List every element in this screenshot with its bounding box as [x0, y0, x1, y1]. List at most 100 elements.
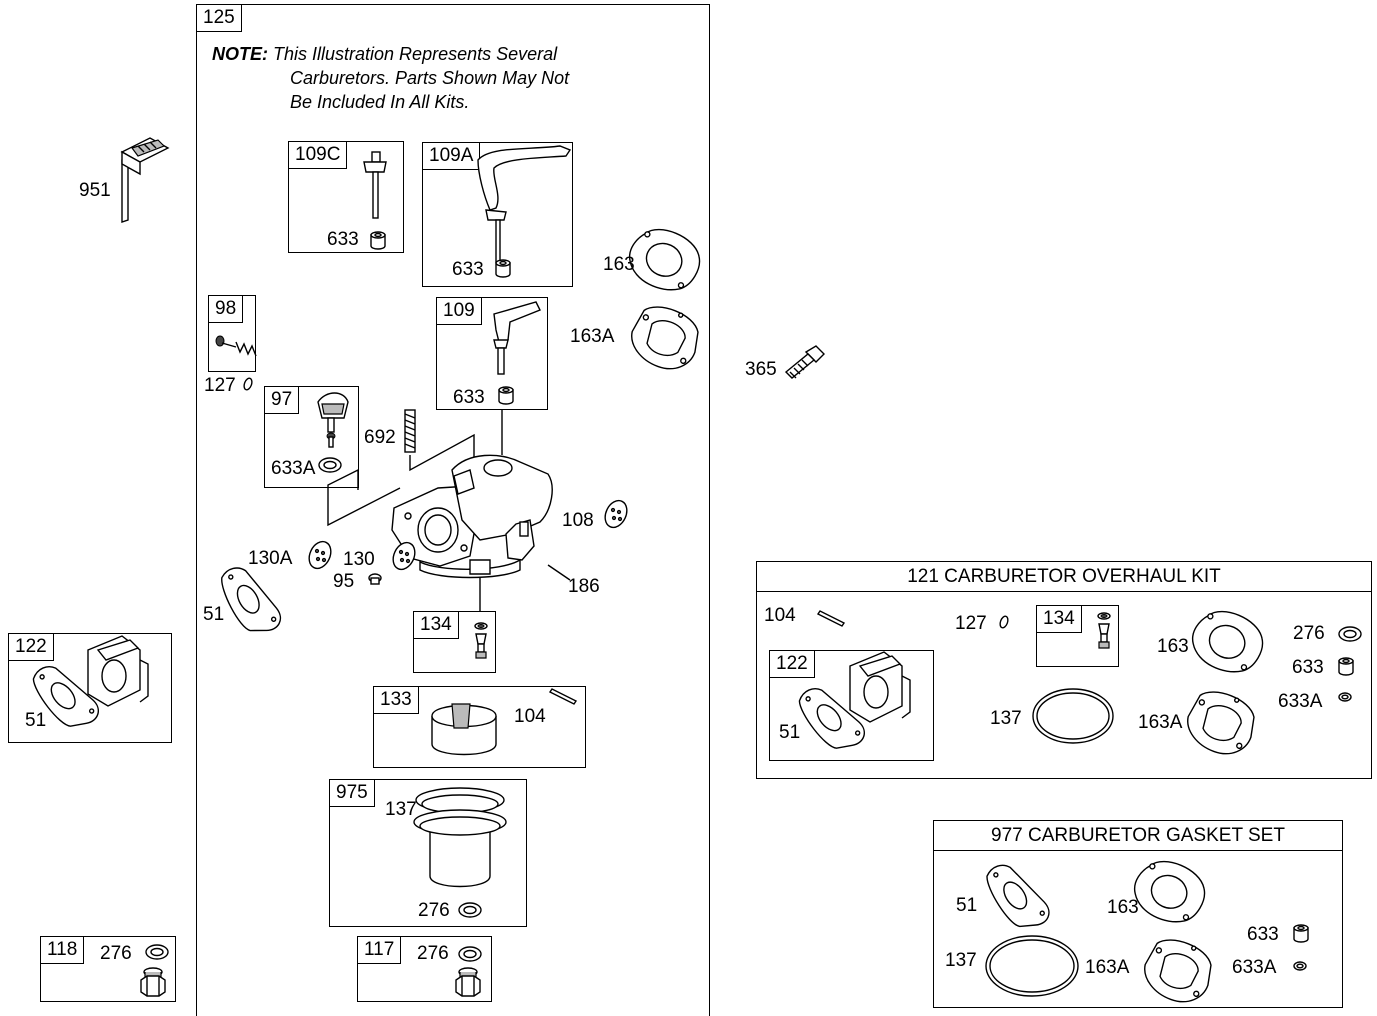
callout-130: 130	[343, 549, 375, 570]
overhaul-kit-panel[interactable]: 121 CARBURETOR OVERHAUL KIT	[756, 561, 1372, 779]
part-97-shaft[interactable]	[317, 392, 349, 448]
set-163-gasket[interactable]	[1125, 850, 1214, 934]
part-118-plug[interactable]	[140, 967, 166, 997]
callout-633-109c: 633	[327, 229, 359, 250]
kit-label-104: 104	[764, 605, 796, 626]
part-box-97[interactable]: 97	[264, 386, 359, 488]
overhaul-kit-title: 121 CARBURETOR OVERHAUL KIT	[757, 562, 1371, 592]
callout-137: 137	[385, 799, 417, 820]
part-box-134[interactable]: 134	[413, 611, 496, 673]
part-276-washer[interactable]	[458, 902, 482, 918]
callout-951: 951	[79, 180, 111, 201]
part-133-float[interactable]	[431, 703, 497, 756]
overhaul-kit-box-122-tag: 122	[769, 650, 815, 678]
part-95-screw[interactable]	[368, 573, 382, 585]
overhaul-kit-box-122[interactable]: 122	[769, 650, 934, 761]
kit-137-oring[interactable]	[1032, 688, 1114, 744]
part-98-screw[interactable]	[215, 335, 257, 357]
kit-label-51: 51	[779, 722, 801, 743]
set-label-163a: 163A	[1085, 957, 1130, 978]
part-951-lever[interactable]	[120, 137, 170, 223]
set-633-bushing[interactable]	[1293, 924, 1309, 943]
set-label-163: 163	[1107, 897, 1139, 918]
part-109-shaft[interactable]	[493, 301, 541, 405]
part-box-975[interactable]: 975	[329, 779, 527, 927]
callout-130a: 130A	[248, 548, 293, 569]
kit-label-633a: 633A	[1278, 691, 1323, 712]
set-51-gasket[interactable]	[978, 854, 1055, 939]
kit-104-pin[interactable]	[817, 610, 845, 627]
kit-633a-washer[interactable]	[1338, 692, 1352, 702]
part-118-276-washer[interactable]	[145, 944, 169, 960]
callout-118-276: 276	[100, 943, 132, 964]
callout-117-276: 276	[417, 943, 449, 964]
set-label-633: 633	[1247, 924, 1279, 945]
part-box-117[interactable]: 117	[357, 936, 492, 1002]
kit-122-spacer[interactable]	[849, 651, 911, 723]
note-line-3: Be Included In All Kits.	[290, 92, 470, 112]
kit-label-163a: 163A	[1138, 712, 1183, 733]
callout-633a: 633A	[271, 458, 316, 479]
overhaul-kit-box-134-tag: 134	[1036, 605, 1082, 633]
part-692-spring[interactable]	[404, 409, 416, 453]
part-122-spacer[interactable]	[87, 635, 149, 707]
kit-163-gasket[interactable]	[1183, 600, 1272, 684]
callout-163: 163	[603, 254, 635, 275]
kit-127-ring[interactable]	[999, 615, 1010, 629]
kit-label-163: 163	[1157, 636, 1189, 657]
part-box-133-tag: 133	[373, 686, 419, 714]
callout-95: 95	[333, 571, 355, 592]
part-box-118-tag: 118	[40, 936, 85, 964]
part-box-109a[interactable]: 109A	[422, 142, 573, 287]
part-box-98[interactable]: 98	[208, 295, 256, 372]
set-label-51: 51	[956, 895, 978, 916]
callout-51: 51	[203, 604, 225, 625]
callout-163a: 163A	[570, 326, 615, 347]
part-box-133[interactable]: 133	[373, 686, 586, 768]
part-109c-shaft[interactable]	[363, 151, 387, 250]
carburetor-body[interactable]	[391, 454, 553, 579]
part-109a-shaft[interactable]	[477, 145, 572, 278]
part-134-needle[interactable]	[474, 622, 488, 659]
part-633a-washer[interactable]	[318, 457, 342, 473]
kit-label-276: 276	[1293, 623, 1325, 644]
part-box-134-tag: 134	[413, 611, 459, 639]
note-prefix: NOTE:	[212, 44, 268, 64]
gasket-set-panel[interactable]: 977 CARBURETOR GASKET SET	[933, 820, 1343, 1008]
part-box-109c[interactable]: 109C	[288, 141, 404, 253]
kit-276-washer[interactable]	[1338, 626, 1362, 642]
callout-122-51: 51	[25, 710, 47, 731]
part-365-bolt[interactable]	[784, 345, 825, 379]
kit-label-633: 633	[1292, 657, 1324, 678]
assembly-number: 125	[196, 4, 242, 32]
set-163a-gasket[interactable]	[1136, 931, 1220, 1011]
overhaul-kit-box-134[interactable]: 134	[1036, 605, 1119, 667]
callout-276: 276	[418, 900, 450, 921]
kit-134-needle[interactable]	[1097, 612, 1111, 649]
part-box-118[interactable]: 118	[40, 936, 176, 1002]
part-box-122[interactable]: 122	[8, 633, 172, 743]
part-163a-gasket[interactable]	[623, 298, 707, 378]
kit-163a-gasket[interactable]	[1179, 683, 1263, 763]
part-104-pin[interactable]	[549, 688, 577, 705]
part-box-117-tag: 117	[357, 936, 402, 964]
part-108-plate[interactable]	[600, 496, 632, 532]
gasket-set-title: 977 CARBURETOR GASKET SET	[934, 821, 1342, 851]
part-127-ring[interactable]	[243, 377, 254, 391]
kit-label-137: 137	[990, 708, 1022, 729]
main-assembly-frame: 125	[196, 4, 710, 1016]
part-box-109[interactable]: 109	[436, 297, 548, 410]
part-51-gasket[interactable]	[213, 558, 286, 643]
set-633a-washer[interactable]	[1293, 961, 1307, 971]
part-box-109-tag: 109	[436, 297, 482, 325]
part-box-975-tag: 975	[329, 779, 375, 807]
kit-633-bushing[interactable]	[1338, 657, 1354, 676]
callout-633-109a: 633	[452, 259, 484, 280]
part-975-bowl[interactable]	[413, 787, 507, 888]
part-130a-plate[interactable]	[304, 537, 336, 573]
kit-label-127: 127	[955, 613, 987, 634]
part-117-276-washer[interactable]	[458, 946, 482, 962]
part-117-plug[interactable]	[455, 967, 481, 997]
set-137-oring[interactable]	[985, 935, 1079, 997]
